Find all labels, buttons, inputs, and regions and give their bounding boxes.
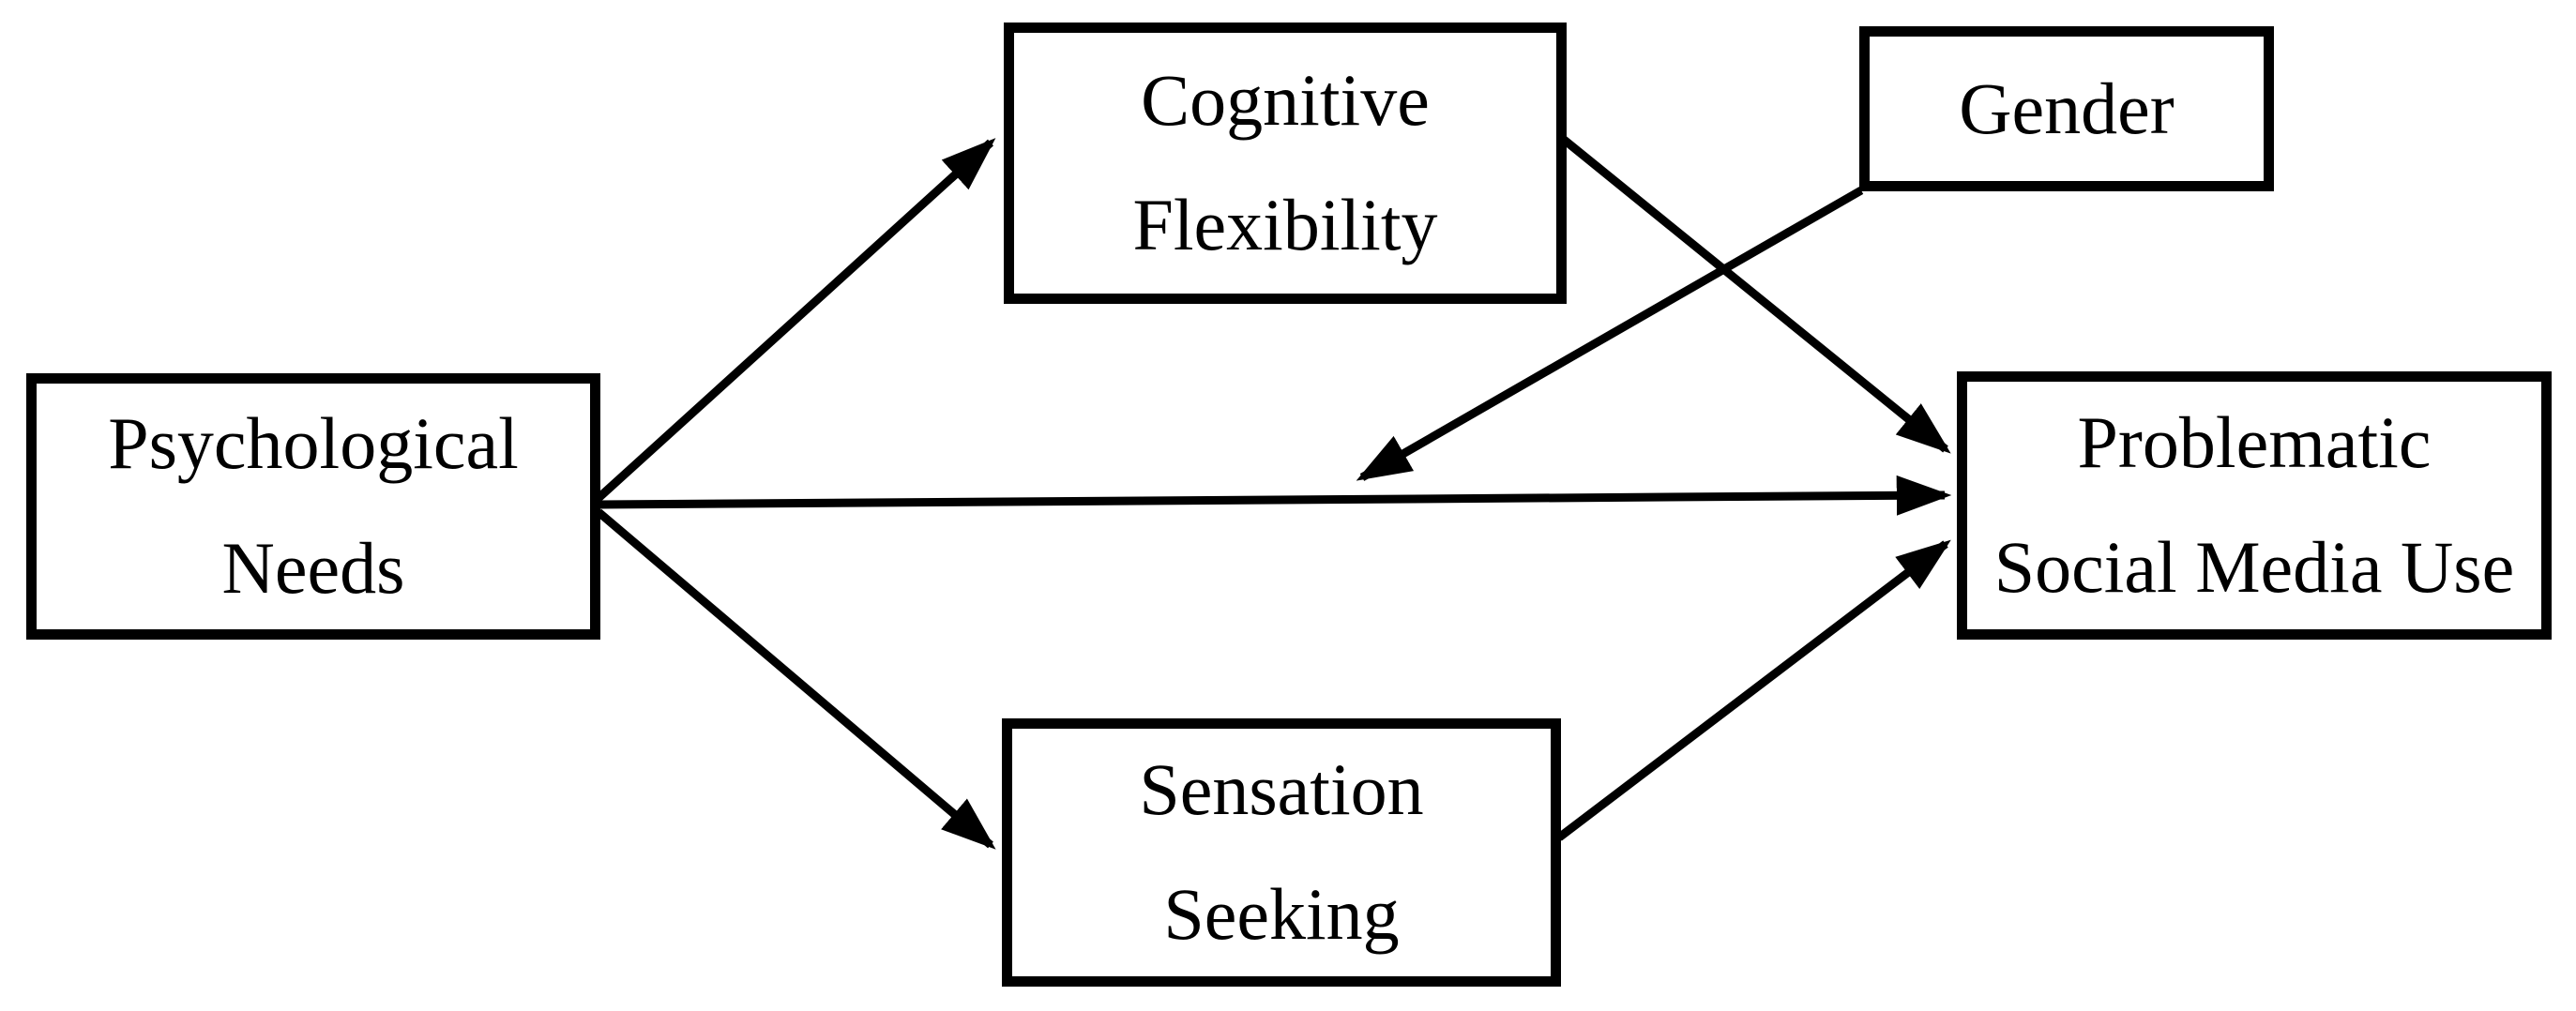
node-label-line: Gender bbox=[1959, 67, 2174, 149]
node-label-line: Needs bbox=[221, 527, 405, 609]
edge-psychological-needs-to-problematic-social-media-use bbox=[598, 475, 1952, 516]
node-cognitive-flexibility: Cognitive Flexibility bbox=[1004, 23, 1567, 304]
node-label-line: Social Media Use bbox=[1993, 526, 2515, 608]
node-label-line: Cognitive bbox=[1141, 59, 1430, 142]
node-psychological-needs: Psychological Needs bbox=[26, 373, 600, 640]
node-label-line: Problematic bbox=[2077, 401, 2432, 484]
node-label-line: Seeking bbox=[1163, 873, 1400, 955]
node-problematic-social-media-use: Problematic Social Media Use bbox=[1957, 371, 2552, 640]
node-gender: Gender bbox=[1859, 26, 2274, 191]
node-label-line: Sensation bbox=[1139, 748, 1424, 831]
edge-gender-moderation-arrow bbox=[1356, 187, 1864, 481]
node-label-line: Psychological bbox=[108, 402, 519, 485]
node-sensation-seeking: Sensation Seeking bbox=[1002, 718, 1561, 987]
edge-psychological-needs-to-cognitive-flexibility bbox=[595, 138, 996, 502]
edge-sensation-seeking-to-problematic-social-media-use bbox=[1556, 539, 1951, 841]
node-label-line: Flexibility bbox=[1132, 184, 1438, 265]
edge-psychological-needs-to-sensation-seeking bbox=[596, 508, 996, 850]
edge-cognitive-flexibility-to-problematic-social-media-use bbox=[1560, 135, 1951, 454]
